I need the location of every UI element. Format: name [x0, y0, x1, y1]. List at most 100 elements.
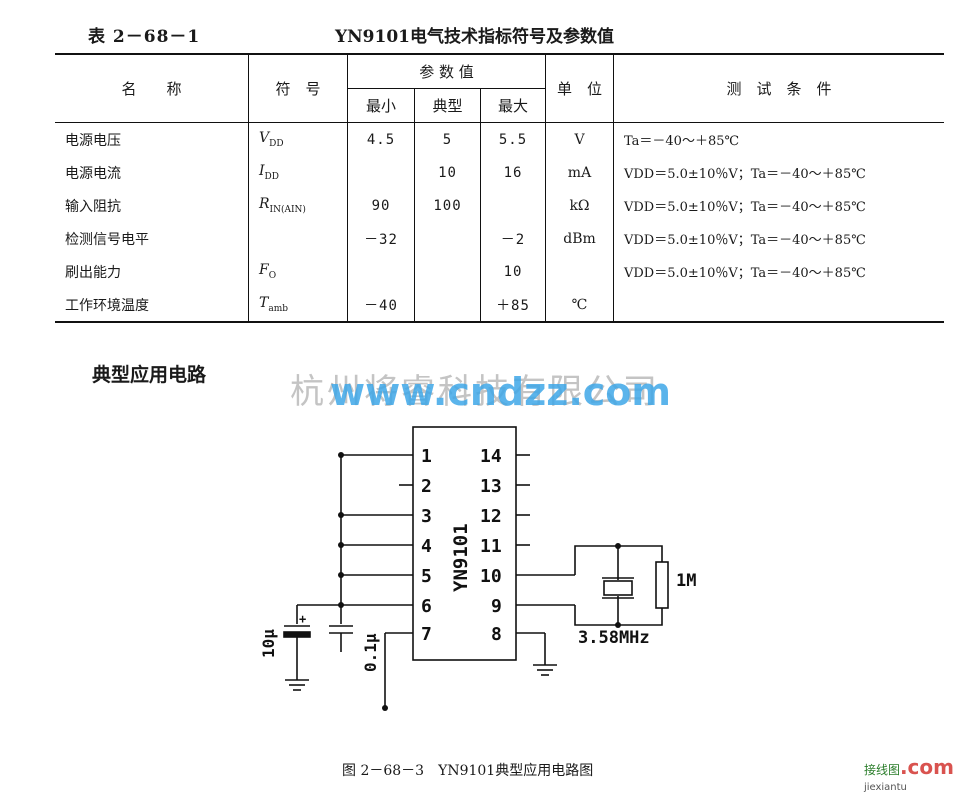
cell-symbol: Tamb [248, 288, 348, 323]
table-row: 刷出能力 FO 10 VDD＝5.0±10％V；Ta＝－40～＋85℃ [55, 255, 944, 288]
header-symbol: 符 号 [248, 53, 348, 123]
cell-name: 检测信号电平 [65, 231, 149, 248]
cell-symbol: FO [248, 255, 348, 288]
corner-logo: 接线图.com jiexiantu [864, 755, 954, 793]
cell-conditions [613, 288, 944, 323]
watermark-url: www.cndzz.com [330, 370, 671, 414]
header-max: 最大 [480, 88, 546, 123]
pin-label-left: 6 [421, 596, 432, 617]
table-label: 表 2－68－1 [88, 27, 201, 47]
pin-label-left: 1 [421, 446, 432, 467]
watermark-company: 杭州将睿科技有限公司 [290, 372, 660, 412]
cell-symbol [248, 222, 348, 255]
pin-label-left: 5 [421, 566, 432, 587]
cell-max: 10 [480, 255, 546, 288]
cap1-label: 10μ [259, 629, 278, 658]
cell-unit: ℃ [545, 288, 614, 323]
cap2-label: 0.1μ [361, 633, 380, 672]
cell-typ: 10 [414, 156, 481, 189]
pin-label-left: 4 [421, 536, 432, 557]
header-params: 参 数 值 [347, 53, 546, 89]
symbol-main: V [259, 130, 270, 147]
cell-max: －2 [480, 222, 546, 255]
cell-conditions: VDD＝5.0±10％V；Ta＝－40～＋85℃ [613, 222, 944, 255]
pin-label-left: 2 [421, 476, 432, 497]
header-unit: 单 位 [545, 53, 614, 123]
crystal-label: 3.58MHz [578, 628, 650, 648]
pin-label-right: 9 [491, 596, 502, 617]
pin-label-left: 3 [421, 506, 432, 527]
cell-min [347, 156, 415, 189]
cell-typ: 100 [414, 189, 481, 222]
resistor-label: 1M [676, 571, 696, 591]
cell-symbol: RIN(AIN) [248, 189, 348, 222]
header-typ: 典型 [414, 88, 481, 123]
cell-name: 刷出能力 [65, 264, 121, 281]
cell-name: 工作环境温度 [55, 288, 249, 323]
corner-logo-domain: .com [899, 755, 954, 779]
chip-name: YN9101 [450, 523, 472, 592]
cell-typ [414, 255, 481, 288]
symbol-main: F [259, 262, 269, 279]
cell-unit: V [545, 122, 614, 156]
symbol-subscript: O [268, 270, 277, 281]
cell-max: 5.5 [480, 122, 546, 156]
cap-polarity-plus: + [299, 612, 306, 626]
cell-symbol: IDD [248, 156, 348, 189]
pin-label-left: 7 [421, 624, 432, 645]
cell-min: 90 [347, 189, 415, 222]
symbol-main: R [259, 196, 270, 213]
cell-min: 4.5 [347, 122, 415, 156]
corner-logo-sub: jiexiantu [863, 782, 907, 793]
symbol-subscript: DD [264, 171, 279, 182]
cell-conditions: Ta＝－40～＋85℃ [613, 122, 944, 156]
cell-unit: mA [545, 156, 614, 189]
header-conditions: 测 试 条 件 [613, 53, 944, 123]
cell-typ [414, 222, 481, 255]
circuit-junctions [338, 452, 621, 711]
cell-min [347, 255, 415, 288]
symbol-subscript: IN(AIN) [269, 204, 306, 215]
cell-name: 输入阻抗 [65, 198, 121, 215]
cell-typ [414, 288, 481, 323]
header-min: 最小 [347, 88, 415, 123]
symbol-subscript: amb [268, 303, 289, 314]
cell-min: －40 [347, 288, 415, 323]
crystal-body [603, 580, 633, 596]
cell-unit: kΩ [545, 189, 614, 222]
ic-body [412, 426, 517, 661]
cell-name: 电源电压 [65, 132, 121, 149]
pin-label-right: 13 [480, 476, 502, 497]
cell-typ: 5 [414, 122, 481, 156]
cell-conditions: VDD＝5.0±10％V；Ta＝－40～＋85℃ [613, 189, 944, 222]
cell-unit [545, 255, 614, 288]
cell-conditions: VDD＝5.0±10％V；Ta＝－40～＋85℃ [613, 156, 944, 189]
pin-label-right: 10 [480, 566, 502, 587]
pin-label-right: 11 [480, 536, 502, 557]
corner-logo-text: 接线图 [863, 763, 900, 777]
cell-min: －32 [347, 222, 415, 255]
table-title: YN9101电气技术指标符号及参数值 [335, 27, 614, 47]
symbol-main: T [259, 295, 269, 312]
symbol-main: I [259, 163, 265, 180]
cell-unit: dBm [545, 222, 614, 255]
cell-max: ＋85 [480, 288, 546, 323]
cell-max: 16 [480, 156, 546, 189]
cell-conditions: VDD＝5.0±10％V；Ta＝－40～＋85℃ [613, 255, 944, 288]
pin-label-right: 14 [480, 446, 502, 467]
cell-symbol: VDD [248, 122, 348, 156]
pin-label-right: 12 [480, 506, 502, 527]
pin-label-right: 8 [491, 624, 502, 645]
circuit-labels: 1 2 3 4 5 6 7 14 13 12 11 10 9 8 YN9101 … [259, 446, 696, 672]
figure-caption: 图 2－68－3 YN9101典型应用电路图 [342, 763, 594, 779]
cell-max [480, 189, 546, 222]
cell-name: 电源电流 [65, 165, 121, 182]
symbol-subscript: DD [269, 138, 284, 149]
